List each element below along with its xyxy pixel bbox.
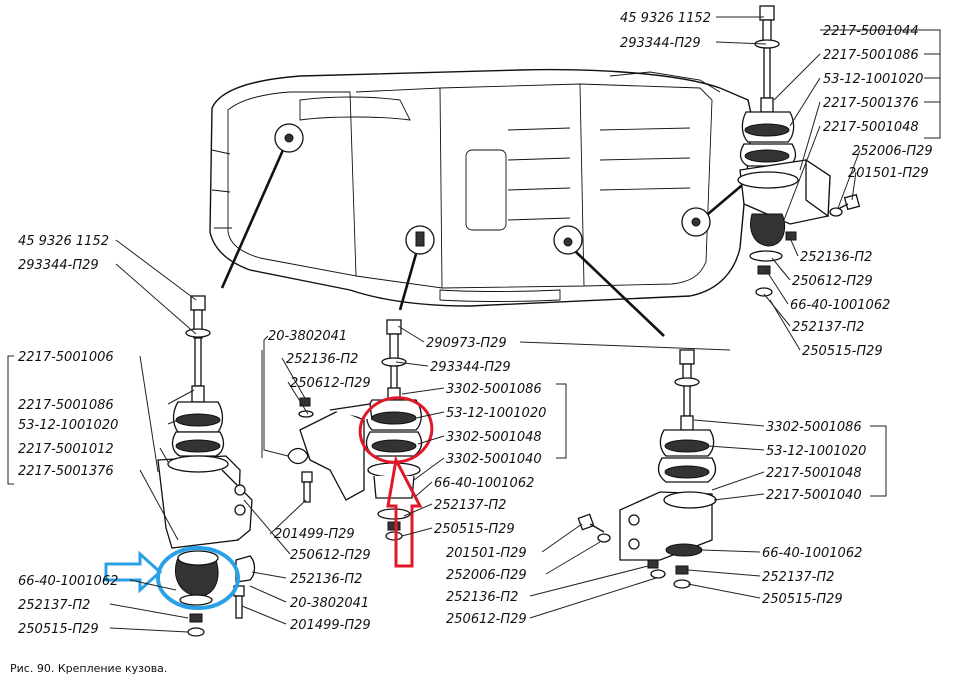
- label-lf10: 250515-П29: [18, 622, 99, 637]
- label-leader-lines: [7, 16, 941, 633]
- label-ct4: 250612-П29: [290, 548, 371, 563]
- label-rm1: 3302-5001086: [766, 420, 862, 435]
- label-ct1: 20-3802041: [268, 329, 347, 344]
- label-rt9: 201501-П29: [848, 166, 929, 181]
- red-highlight: [358, 396, 434, 568]
- label-ct6: 20-3802041: [290, 596, 369, 611]
- label-lf6: 2217-5001012: [18, 442, 114, 457]
- label-ct2: 252136-П2: [286, 352, 358, 367]
- label-rm3: 2217-5001048: [766, 466, 862, 481]
- label-lf7: 2217-5001376: [18, 464, 114, 479]
- right-middle-mount-assembly: [619, 349, 717, 589]
- label-rm2: 53-12-1001020: [766, 444, 866, 459]
- label-lf2: 293344-П29: [18, 258, 99, 273]
- label-rt8: 252006-П29: [852, 144, 933, 159]
- label-lf8: 66-40-1001062: [18, 574, 118, 589]
- label-mc4: 53-12-1001020: [446, 406, 546, 421]
- blue-highlight: [104, 546, 240, 610]
- label-rt14: 250515-П29: [802, 344, 883, 359]
- label-rm4: 2217-5001040: [766, 488, 862, 503]
- label-mc1: 290973-П29: [426, 336, 507, 351]
- car-body-outline: [209, 68, 753, 307]
- car-mount-points: [274, 123, 711, 255]
- label-rt10: 252136-П2: [800, 250, 872, 265]
- part-labels: 45 9326 1152 293344-П29 2217-5001044 221…: [18, 11, 933, 637]
- label-mc10: 201501-П29: [446, 546, 527, 561]
- label-rt11: 250612-П29: [792, 274, 873, 289]
- label-ct8: 201499-П29: [274, 527, 355, 542]
- label-rt5: 53-12-1001020: [823, 72, 923, 87]
- label-mc6: 3302-5001040: [446, 452, 542, 467]
- label-lf5: 53-12-1001020: [18, 418, 118, 433]
- label-rt3: 2217-5001044: [823, 24, 919, 39]
- label-rm6: 252137-П2: [762, 570, 834, 585]
- label-mc11: 252006-П29: [446, 568, 527, 583]
- label-rm5: 66-40-1001062: [762, 546, 862, 561]
- label-mc8: 252137-П2: [434, 498, 506, 513]
- label-rt12: 66-40-1001062: [790, 298, 890, 313]
- left-mount-assembly: [157, 295, 256, 637]
- label-lf9: 252137-П2: [18, 598, 90, 613]
- label-mc7: 66-40-1001062: [434, 476, 534, 491]
- label-mc9: 250515-П29: [434, 522, 515, 537]
- figure-caption: Рис. 90. Крепление кузова.: [10, 662, 167, 675]
- label-rt7: 2217-5001048: [823, 120, 919, 135]
- label-lf4: 2217-5001086: [18, 398, 114, 413]
- label-rt13: 252137-П2: [792, 320, 864, 335]
- label-mc3: 3302-5001086: [446, 382, 542, 397]
- label-mc5: 3302-5001048: [446, 430, 542, 445]
- label-mc12: 252136-П2: [446, 590, 518, 605]
- label-ct5: 252136-П2: [290, 572, 362, 587]
- label-lf1: 45 9326 1152: [18, 234, 109, 249]
- label-ct3: 250612-П29: [290, 376, 371, 391]
- right-top-mount-assembly: [737, 5, 861, 297]
- label-rm7: 250515-П29: [762, 592, 843, 607]
- label-mc13: 250612-П29: [446, 612, 527, 627]
- label-rt2: 293344-П29: [620, 36, 701, 51]
- label-rt4: 2217-5001086: [823, 48, 919, 63]
- label-lf3: 2217-5001006: [18, 350, 114, 365]
- label-mc2: 293344-П29: [430, 360, 511, 375]
- label-rt1: 45 9326 1152: [620, 11, 711, 26]
- label-rt6: 2217-5001376: [823, 96, 919, 111]
- label-ct7: 201499-П29: [290, 618, 371, 633]
